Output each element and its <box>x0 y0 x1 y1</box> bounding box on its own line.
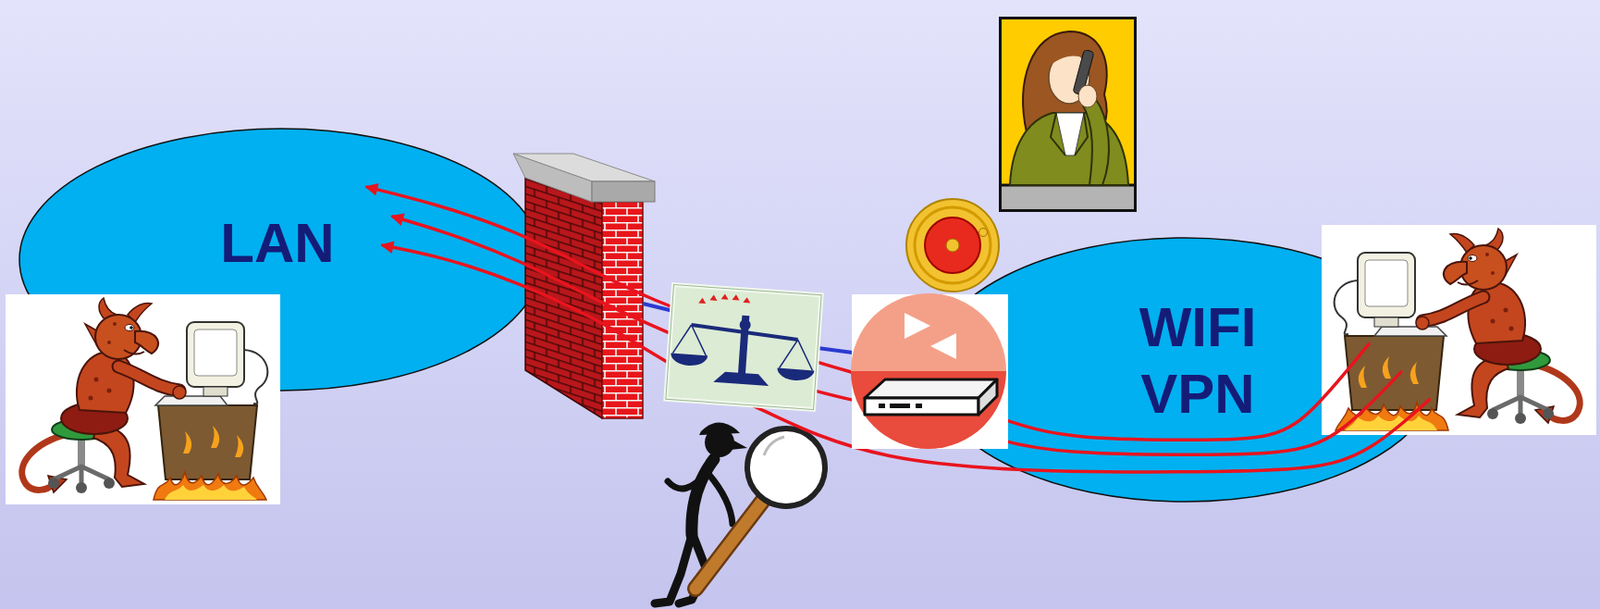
inspector-figure <box>654 421 825 604</box>
inspector-figure <box>730 438 748 450</box>
inspector-figure <box>667 471 707 489</box>
policy-balance <box>738 319 751 332</box>
policy-balance <box>713 370 770 386</box>
network-region: LAN <box>18 127 543 392</box>
firewall-wall <box>602 201 643 419</box>
region-ellipse <box>19 128 542 391</box>
inspector-figure <box>691 458 714 535</box>
alarm-bell <box>924 217 981 273</box>
router-icon <box>850 293 1007 371</box>
firewall-wall <box>513 153 592 202</box>
alarm-bell <box>906 198 999 292</box>
alarm-bell <box>906 198 999 292</box>
firewall-wall <box>591 181 655 202</box>
region-label: WIFI VPN <box>1109 294 1286 428</box>
router-icon <box>864 397 979 415</box>
inspector-figure <box>654 534 692 604</box>
router-icon <box>904 312 931 339</box>
alarm-bell <box>946 238 960 252</box>
router-icon <box>915 403 923 408</box>
policy-balance <box>665 284 822 410</box>
inspector-figure <box>747 428 825 506</box>
firewall-wall <box>513 153 655 419</box>
hacker-devil <box>1321 224 1597 435</box>
alarm-bell <box>914 207 991 284</box>
network-wire <box>817 347 853 353</box>
operator-on-phone <box>1009 112 1129 185</box>
router-icon <box>850 370 1007 449</box>
router-icon <box>864 379 997 398</box>
policy-balance <box>665 284 822 410</box>
policy-balance <box>776 368 815 382</box>
operator-on-phone <box>1000 18 1136 211</box>
inspector-figure <box>763 436 785 456</box>
policy-balance <box>698 292 751 308</box>
router-icon <box>850 293 1009 449</box>
inspector-figure <box>699 421 740 435</box>
alarm-bell <box>979 228 988 237</box>
region-ellipse <box>929 237 1440 502</box>
policy-balance <box>665 284 822 410</box>
inspector-figure <box>695 501 763 589</box>
operator-on-phone <box>1000 184 1136 211</box>
inspector-figure <box>695 501 763 589</box>
operator-on-phone <box>1000 18 1136 211</box>
policy-balance <box>670 353 709 368</box>
hacker-devil <box>5 294 281 505</box>
router-icon <box>978 379 997 415</box>
operator-on-phone <box>1082 98 1109 185</box>
operator-on-phone <box>1078 85 1097 108</box>
operator-on-phone <box>1050 112 1088 156</box>
router-icon <box>930 332 957 359</box>
router-icon <box>851 294 1009 449</box>
network-region: WIFI VPN <box>928 236 1441 503</box>
router-icon <box>889 403 911 408</box>
inspector-figure <box>708 473 733 524</box>
router-icon <box>878 403 886 408</box>
region-label: LAN <box>220 209 334 277</box>
